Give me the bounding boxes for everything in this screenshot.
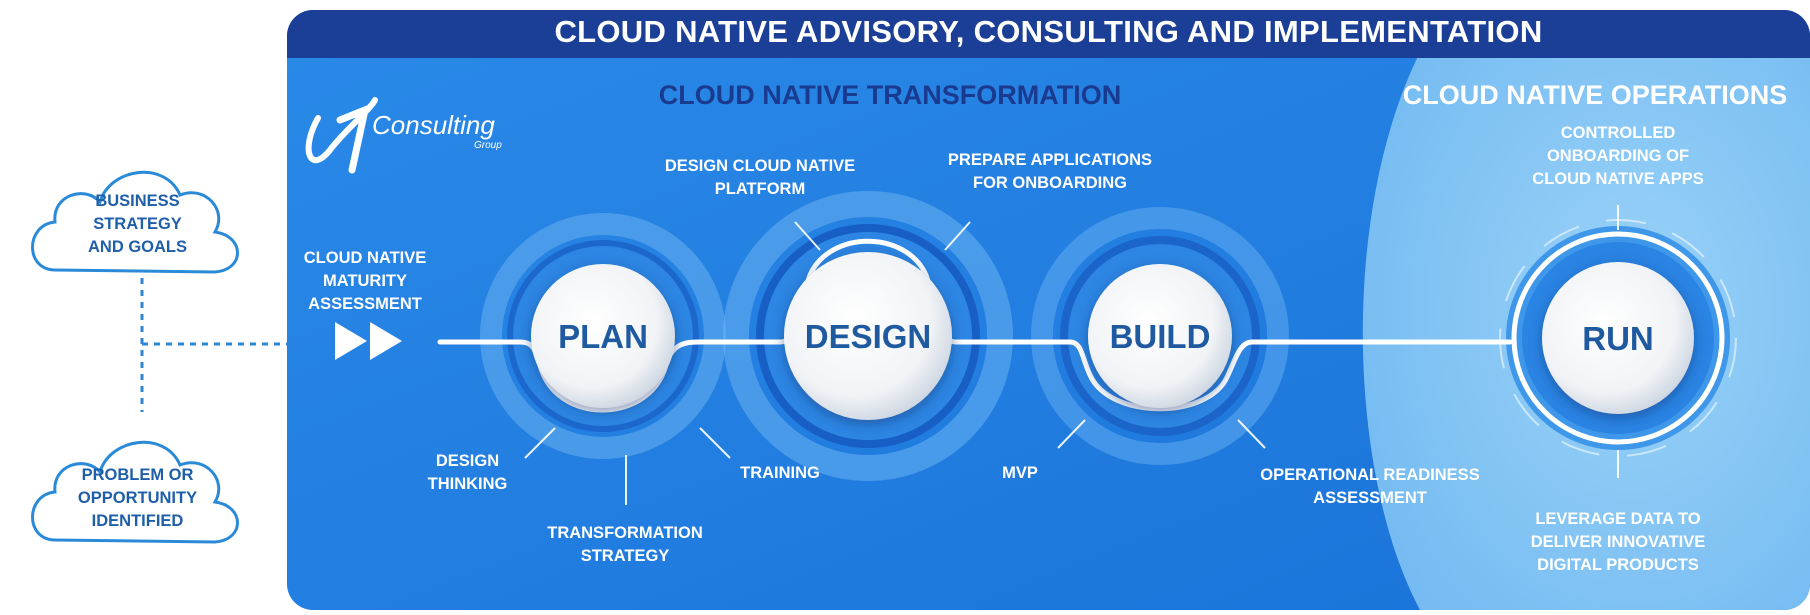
stage-design: DESIGN xyxy=(804,318,932,355)
section-title-transformation: CLOUD NATIVE TRANSFORMATION xyxy=(658,80,1122,110)
double-arrow-icon xyxy=(335,322,402,360)
banner-title: CLOUD NATIVE ADVISORY, CONSULTING AND IM… xyxy=(554,14,1543,49)
cloud-connectors xyxy=(140,278,287,412)
flow-line xyxy=(437,238,1513,413)
logo: Consulting Group xyxy=(372,110,502,151)
section-title-operations: CLOUD NATIVE OPERATIONS xyxy=(1402,80,1788,110)
stage-run: RUN xyxy=(1582,320,1654,357)
stage-plan: PLAN xyxy=(558,318,648,355)
annotation-design-thinking: DESIGN THINKING xyxy=(427,452,508,493)
cloud-business-label: BUSINESS STRATEGY AND GOALS xyxy=(88,192,187,256)
annotation-prepare-apps: PREPARE APPLICATIONS FOR ONBOARDING xyxy=(947,151,1153,192)
cloud-problem-label: PROBLEM OR OPPORTUNITY IDENTIFIED xyxy=(77,466,198,530)
annotation-leverage-data: LEVERAGE DATA TO DELIVER INNOVATIVE DIGI… xyxy=(1530,510,1706,574)
stage-build: BUILD xyxy=(1109,318,1211,355)
annotation-operational-readiness: OPERATIONAL READINESS ASSESSMENT xyxy=(1260,466,1480,507)
logo-main-text: Consulting xyxy=(372,110,495,140)
annotation-design-platform: DESIGN CLOUD NATIVE PLATFORM xyxy=(664,157,856,198)
maturity-assessment-label: CLOUD NATIVE MATURITY ASSESSMENT xyxy=(303,249,427,313)
stage-bubbles xyxy=(531,252,1694,420)
annotation-ticks xyxy=(524,205,1619,505)
annotation-training: TRAINING xyxy=(740,464,820,482)
annotation-mvp: MVP xyxy=(1002,464,1038,482)
logo-mark xyxy=(305,97,378,174)
logo-sub-text: Group xyxy=(474,140,502,151)
annotation-controlled-onboarding: CONTROLLED ONBOARDING OF CLOUD NATIVE AP… xyxy=(1532,124,1704,188)
annotation-transformation-strategy: TRANSFORMATION STRATEGY xyxy=(547,524,703,565)
cloud-shapes xyxy=(31,170,239,544)
